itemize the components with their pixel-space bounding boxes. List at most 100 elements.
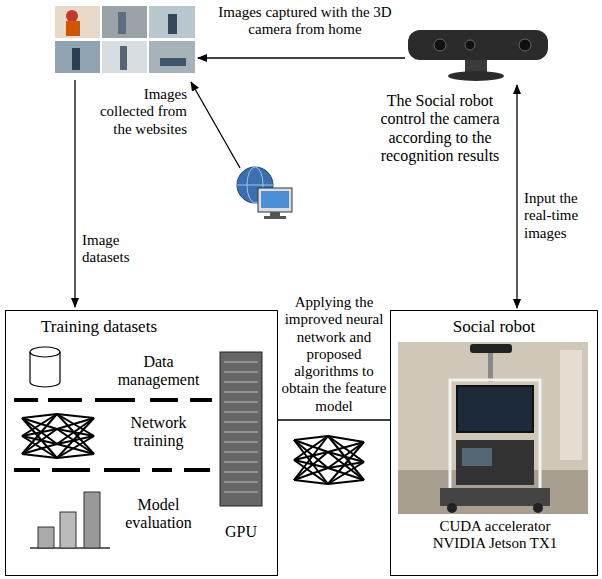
step-label: Network training [106,414,211,451]
gpu-server-icon [220,352,262,506]
image-collage [149,41,195,73]
separator-dashes [190,398,212,402]
image-collage [102,6,147,38]
model-network-icon [294,436,364,484]
robot-photo [450,380,540,490]
model-network-icon [328,480,364,484]
training-box: Training datasetsData managementNetwork … [5,310,278,576]
image-collage [118,12,126,34]
globe-computer-icon [258,188,292,212]
annotation-label: Input the real-time images [524,190,598,242]
robot-photo [440,488,550,506]
database-icon [30,347,60,357]
bar-chart-icon [60,512,76,548]
gpu-server-icon [224,422,258,423]
globe-computer-icon [261,191,289,208]
bar-chart-icon [30,492,110,548]
robot-photo [398,342,588,514]
gpu-label: GPU [211,523,271,541]
network-icon [57,414,94,454]
database-icon [30,352,60,387]
gpu-server-icon [224,372,258,373]
robot-photo [456,385,534,433]
image-collage [66,21,80,36]
annotation-label: Images collected from the websites [92,86,187,138]
globe-computer-icon [237,185,273,186]
model-network-icon [294,468,328,480]
edge-label: Applying the improved neural network and… [281,294,387,415]
annotation-label: Image datasets [82,232,152,267]
robot-box: Social robotCUDA accelerator NVIDIA Jets… [390,310,598,576]
model-network-icon [294,440,328,484]
depth-camera [408,30,548,81]
robot-photo [462,448,492,466]
robot-photo [456,440,534,485]
robot-photo [447,503,457,513]
separator-dashes [104,468,140,472]
hardware-label: CUDA accelerator NVIDIA Jetson TX1 [420,518,570,553]
box-title: Training datasets [41,317,241,337]
globe-computer-icon [237,167,292,219]
gpu-server-icon [224,442,258,443]
image-collage [55,6,100,38]
separator-dashes [150,398,178,402]
image-collage [149,6,195,38]
globe-computer-icon [270,212,280,216]
gpu-server-icon [224,472,258,473]
model-network-icon [328,452,364,480]
network-icon [22,454,57,458]
image-collage [55,41,100,73]
flow-arrows [198,57,405,58]
gpu-server-icon [224,462,258,463]
model-network-icon [328,436,364,480]
model-network-icon [294,452,328,480]
separator-dashes [152,468,172,472]
depth-camera [519,39,531,51]
flow-arrows [516,85,517,308]
depth-camera [465,40,475,50]
separator-dashes [95,398,135,402]
model-network-icon [328,468,364,480]
bar-chart-icon [38,527,54,548]
gpu-server-icon [224,412,258,413]
gpu-server-icon [224,452,258,453]
network-icon [22,429,57,454]
gpu-server-icon [224,392,258,393]
robot-photo [458,387,532,431]
gpu-server-icon [220,352,262,506]
network-icon [57,444,94,454]
network-icon [22,444,57,454]
gpu-server-icon [224,492,258,493]
depth-camera [448,71,504,81]
gpu-server-icon [224,382,258,383]
image-collage [66,10,78,22]
separator-dashes [14,468,40,472]
flow-arrows [75,58,517,308]
robot-photo [488,352,493,382]
gpu-server-icon [224,402,258,403]
robot-photo [470,344,512,353]
gpu-server-icon [224,432,258,433]
robot-photo [533,503,543,513]
separator-dashes [184,468,210,472]
flow-arrows [191,82,240,168]
image-collage [72,48,80,70]
box-title: Social robot [395,317,593,337]
image-collage [160,58,186,66]
step-label: Model evaluation [106,496,211,533]
robot-photo [560,350,582,460]
database-icon [30,347,60,387]
model-network-icon [294,480,328,484]
gpu-server-icon [224,362,258,492]
image-collage [102,41,147,73]
depth-camera [434,39,446,51]
flow-arrows [74,80,75,307]
globe-computer-icon [264,216,286,219]
robot-photo [398,342,588,514]
network-icon [57,429,94,454]
model-network-icon [294,436,328,480]
network-icon [57,454,94,458]
connector-line [278,419,390,420]
